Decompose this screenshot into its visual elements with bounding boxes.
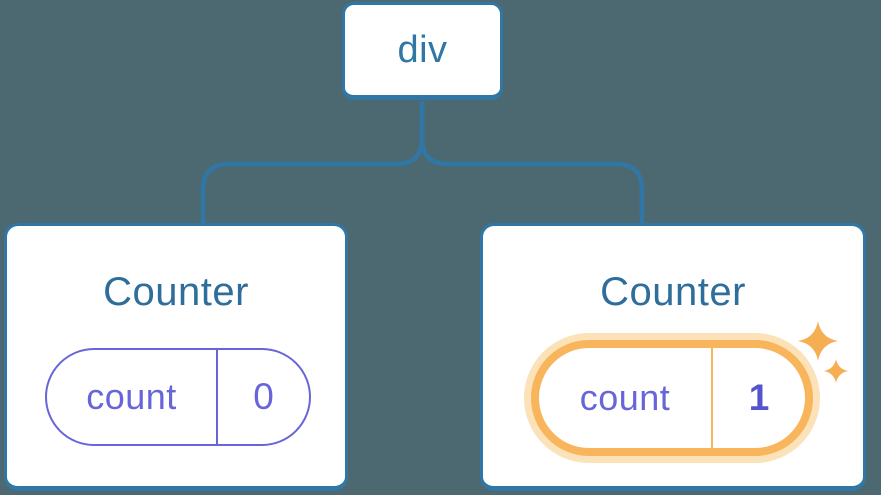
state-value: 1 bbox=[748, 377, 770, 418]
counter-title: Counter bbox=[600, 270, 746, 314]
state-key-cell: count bbox=[47, 350, 218, 444]
counter-card-right: Counter count 1 bbox=[480, 223, 866, 491]
state-key-label: count bbox=[579, 377, 671, 418]
state-value-cell: 0 bbox=[218, 350, 309, 444]
counter-title: Counter bbox=[103, 270, 249, 314]
counter-card-left: Counter count 0 bbox=[4, 223, 348, 491]
state-pill-highlighted: count 1 bbox=[531, 340, 813, 456]
node-div-label: div bbox=[397, 28, 448, 71]
state-value-cell: 1 bbox=[713, 348, 805, 448]
state-pill: count 0 bbox=[45, 348, 311, 446]
state-key-cell: count bbox=[539, 348, 713, 448]
state-value: 0 bbox=[253, 376, 274, 417]
state-key-label: count bbox=[86, 376, 177, 417]
tree-node-div: div bbox=[342, 2, 503, 100]
